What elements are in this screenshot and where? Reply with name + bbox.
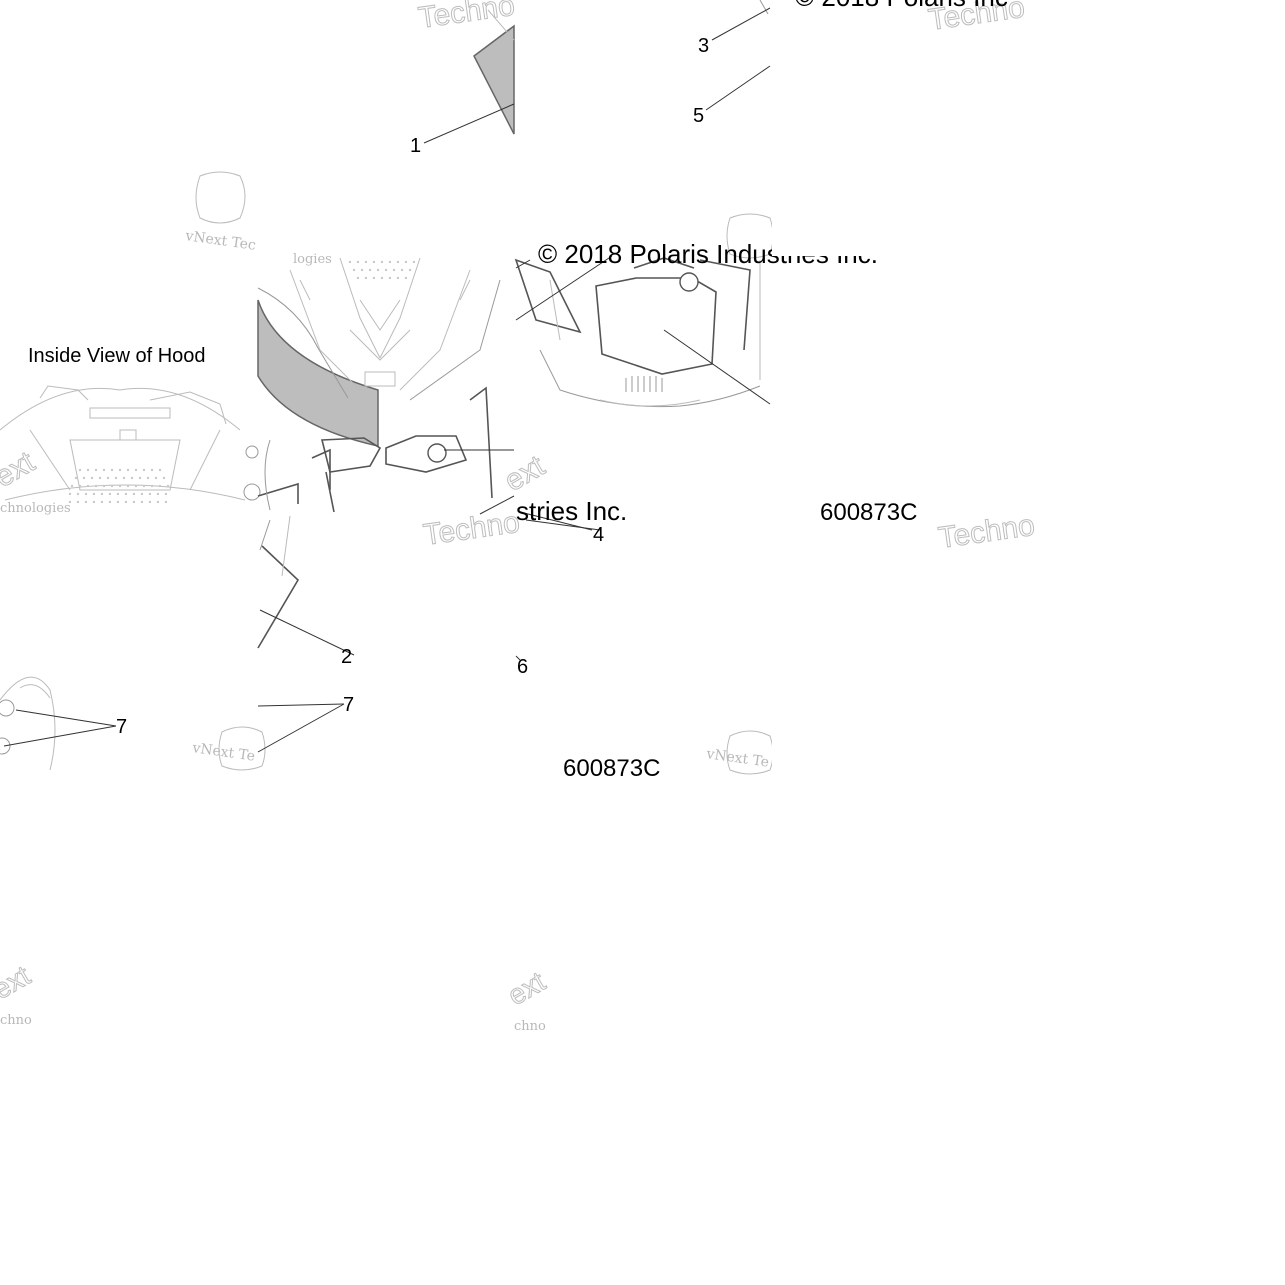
watermark-logo-icon — [726, 213, 774, 259]
watermark-fragment: vNext Te — [704, 746, 770, 771]
watermark-fragment: ext — [0, 960, 36, 1006]
callout-number: 7 — [343, 694, 354, 716]
copyright-notice-fragment: © 2018 Polaris Inc — [795, 0, 1008, 12]
watermark-fragment: ext — [503, 966, 551, 1012]
copyright-notice-fragment: stries Inc. — [516, 496, 627, 526]
view-label: Inside View of Hood — [28, 345, 206, 367]
watermark-fragment: Techno — [421, 506, 521, 552]
callout-number: 3 — [698, 35, 709, 57]
watermark-logo-icon — [195, 171, 246, 224]
watermark-fragment: ext — [0, 445, 41, 494]
watermark-fragment: chno — [0, 1013, 32, 1028]
watermark-logo-icon — [218, 726, 266, 771]
watermark-fragment: logies — [293, 252, 332, 267]
diagram-text: Inside View of Hood © 2018 Polaris Indus… — [28, 0, 1008, 782]
callout-number: 1 — [410, 135, 421, 157]
hood-front-view-drawing — [257, 257, 501, 513]
callout-number: 7 — [116, 716, 127, 738]
watermark-fragment: chno — [514, 1019, 546, 1034]
watermark-fragment: Techno — [416, 0, 516, 35]
emblem-badge-icon — [679, 272, 699, 292]
watermark-fragment: vNext Tec — [183, 228, 256, 254]
hood-rear-view-drawing — [514, 257, 761, 408]
leader-lines — [3, 7, 771, 753]
decal-part-drawing — [0, 0, 769, 771]
callout-labels: 1 2 3 4 5 6 7 7 — [116, 35, 709, 738]
callout-number: 4 — [593, 524, 604, 546]
watermark-logo-icon — [726, 730, 774, 775]
watermark-fragment: Techno — [936, 509, 1036, 555]
callout-number: 5 — [693, 105, 704, 127]
drawing-number-fragment: 600873C — [820, 499, 917, 526]
emblem-badge-icon — [427, 443, 447, 463]
callout-number: 2 — [341, 646, 352, 668]
watermark-fragment: vNext Te — [190, 740, 256, 765]
watermark-fragment: ext — [499, 449, 551, 498]
watermark-fragment: chnologies — [0, 501, 71, 516]
drawing-number: 600873C — [563, 755, 660, 782]
hood-inside-view-drawing — [0, 385, 261, 504]
callout-number: 6 — [517, 656, 528, 678]
